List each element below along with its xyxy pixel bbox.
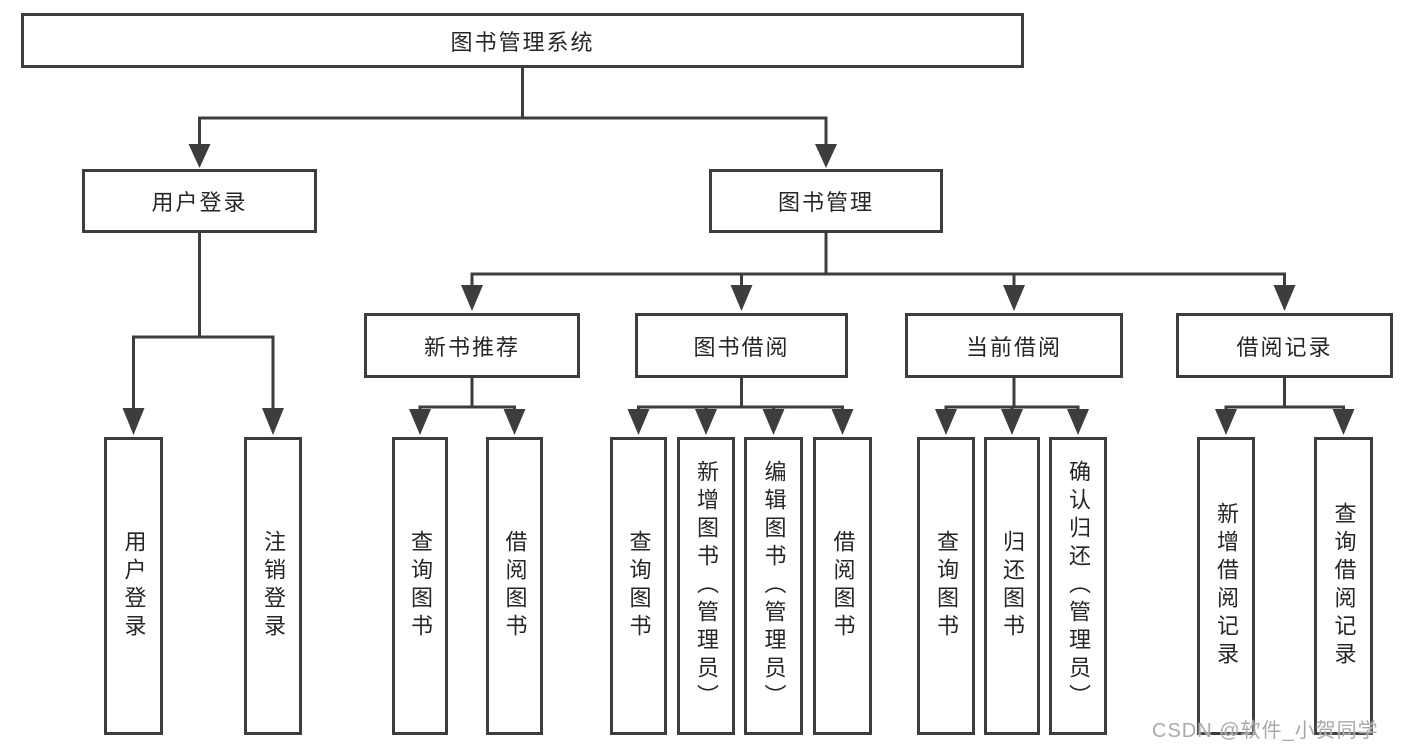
node-borrowing-records: 借阅记录 <box>1176 313 1393 378</box>
node-new-book-recommendation: 新书推荐 <box>364 313 580 378</box>
leaf-query-books-recommendation: 查询图书 <box>392 437 448 735</box>
node-label: 注销登录 <box>261 530 286 642</box>
edge-new-book-rec-to-leaves <box>409 378 526 435</box>
node-label: 图书管理系统 <box>450 29 595 55</box>
edge-user-login-to-leaves <box>122 233 284 435</box>
leaf-add-books-admin: 新增图书（管理员） <box>677 437 735 735</box>
node-label: 用户登录 <box>121 530 147 642</box>
node-label: 确认归还（管理员） <box>1066 460 1091 712</box>
node-label: 新增借阅记录 <box>1214 502 1239 670</box>
node-book-borrowing: 图书借阅 <box>635 313 848 378</box>
node-label: 借阅记录 <box>1236 334 1333 360</box>
node-label: 当前借阅 <box>965 334 1062 360</box>
edge-book-borrow-to-leaves <box>627 378 854 435</box>
leaf-return-books: 归还图书 <box>984 437 1040 735</box>
node-label: 查询借阅记录 <box>1331 502 1357 670</box>
leaf-logout: 注销登录 <box>244 437 302 735</box>
leaf-borrow-books-recommendation: 借阅图书 <box>486 437 543 735</box>
node-label: 查询图书 <box>626 530 652 642</box>
leaf-edit-books-admin: 编辑图书（管理员） <box>744 437 803 735</box>
node-label: 编辑图书（管理员） <box>761 460 787 712</box>
node-current-borrowing: 当前借阅 <box>905 313 1123 378</box>
leaf-query-books-current: 查询图书 <box>917 437 975 735</box>
node-label: 归还图书 <box>1000 530 1025 642</box>
node-label: 用户登录 <box>151 190 248 215</box>
node-label: 借阅图书 <box>830 530 856 642</box>
edge-root-to-level2 <box>188 68 837 168</box>
edge-borrow-records-to-leaves <box>1215 378 1355 435</box>
node-label: 图书管理 <box>777 190 874 215</box>
node-label: 新增图书（管理员） <box>694 460 719 712</box>
leaf-user-login: 用户登录 <box>104 437 163 735</box>
node-label: 新书推荐 <box>423 334 520 360</box>
node-label: 图书借阅 <box>693 334 790 360</box>
node-library-management-system: 图书管理系统 <box>21 13 1024 68</box>
csdn-watermark: CSDN @软件_小贺同学 <box>1152 720 1379 742</box>
node-user-login: 用户登录 <box>82 169 317 233</box>
node-label: 借阅图书 <box>502 530 528 642</box>
leaf-confirm-return-admin: 确认归还（管理员） <box>1049 437 1107 735</box>
edge-current-borrow-to-leaves <box>935 378 1089 435</box>
node-label: 查询图书 <box>408 530 433 642</box>
leaf-query-borrowing-record: 查询借阅记录 <box>1314 437 1373 735</box>
leaf-query-books-borrowing: 查询图书 <box>610 437 667 735</box>
node-label: 查询图书 <box>934 530 959 642</box>
node-book-management: 图书管理 <box>709 169 943 233</box>
leaf-borrow-books: 借阅图书 <box>813 437 872 735</box>
leaf-add-borrowing-record: 新增借阅记录 <box>1197 437 1255 735</box>
edge-book-mgmt-to-level3 <box>461 233 1296 311</box>
